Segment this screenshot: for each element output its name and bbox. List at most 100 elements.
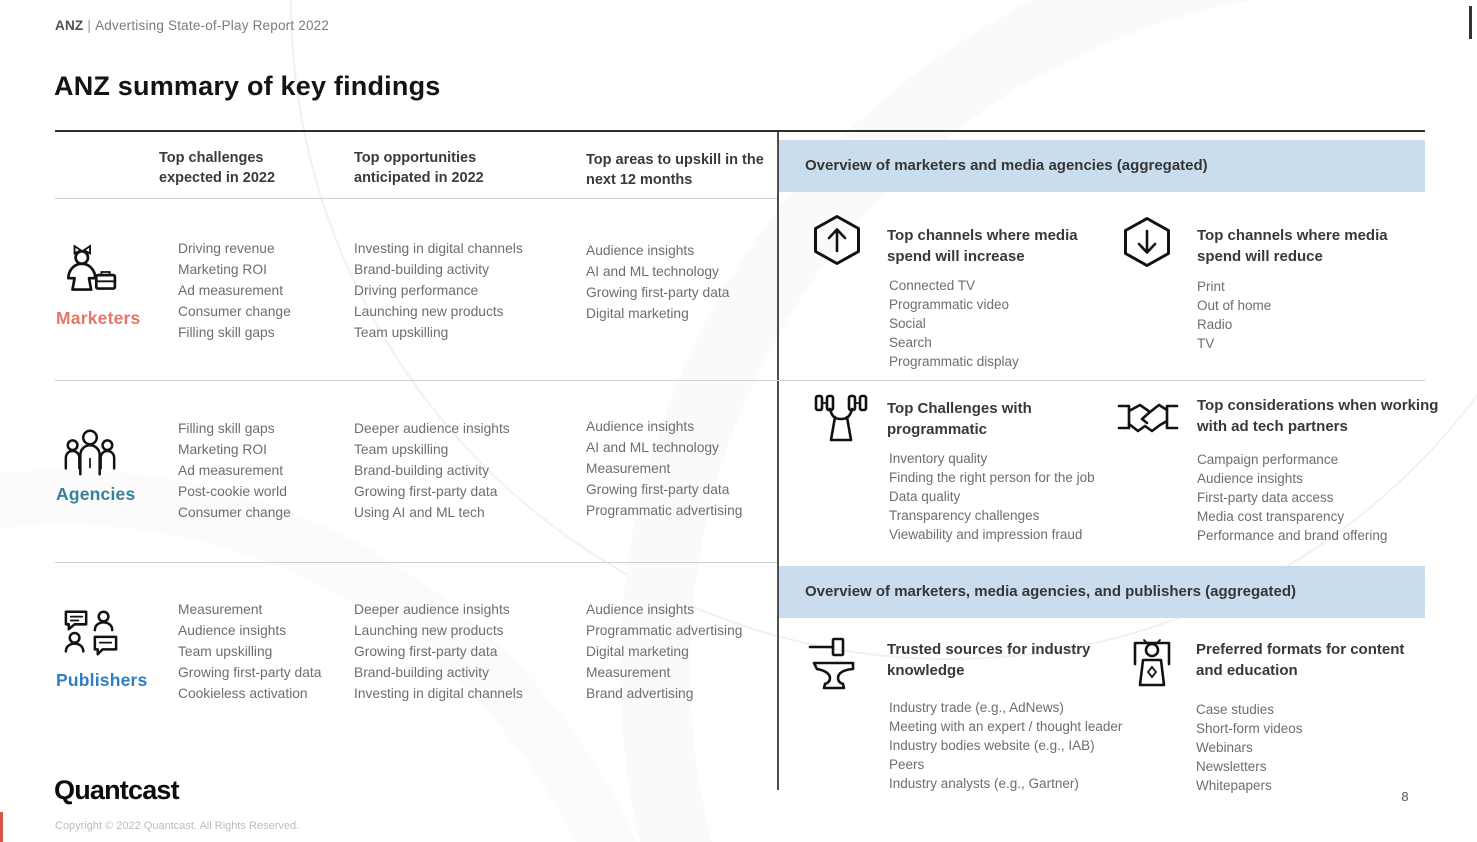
- list-item: Connected TV: [889, 278, 976, 293]
- list-item: Investing in digital channels: [354, 241, 523, 256]
- section-title-programmatic-challenges: Top Challenges with programmatic: [887, 400, 1032, 438]
- list-item: Team upskilling: [354, 325, 449, 340]
- list-item: Growing first-party data: [354, 484, 498, 499]
- group-label-agencies: Agencies: [56, 484, 136, 504]
- list-item: Consumer change: [178, 304, 291, 319]
- list-item: AI and ML technology: [586, 440, 719, 455]
- marketer-person-briefcase-icon: [58, 242, 118, 302]
- list-item: Programmatic video: [889, 297, 1010, 312]
- list-item: Industry bodies website (e.g., IAB): [889, 738, 1095, 753]
- list-item: Programmatic advertising: [586, 503, 743, 518]
- header-separator: |: [87, 18, 92, 33]
- list-item: Launching new products: [354, 623, 504, 638]
- list-item: Newsletters: [1196, 759, 1267, 774]
- list-item: Team upskilling: [354, 442, 449, 457]
- list-item: Media cost transparency: [1197, 509, 1345, 524]
- list-item: Industry analysts (e.g., Gartner): [889, 776, 1079, 791]
- column-header-opportunities: Top opportunities anticipated in 2022: [354, 150, 484, 186]
- list-item: Viewability and impression fraud: [889, 527, 1083, 542]
- section-title-trusted-sources: Trusted sources for industry knowledge: [887, 641, 1091, 679]
- overview-banner-bottom-text: Overview of marketers, media agencies, a…: [805, 583, 1297, 600]
- section-title-spend-reduce: Top channels where media spend will redu…: [1197, 227, 1388, 265]
- trusted-sources-list: Industry trade (e.g., AdNews)Meeting wit…: [889, 698, 1122, 793]
- weightlifter-icon: [813, 394, 869, 442]
- group-label-publishers: Publishers: [56, 670, 148, 690]
- list-item: Marketing ROI: [178, 262, 267, 277]
- list-item: Radio: [1197, 317, 1233, 332]
- list-item: Audience insights: [586, 419, 695, 434]
- list-item: Filling skill gaps: [178, 325, 275, 340]
- header-underline: [55, 198, 777, 199]
- anvil-hammer-icon: [808, 636, 864, 690]
- copyright-text: Copyright © 2022 Quantcast. All Rights R…: [55, 820, 300, 832]
- row-separator: [55, 562, 777, 563]
- vertical-divider: [777, 132, 779, 790]
- list-item: Post-cookie world: [178, 484, 287, 499]
- list-item: Measurement: [586, 665, 671, 680]
- list-item: Audience insights: [1197, 471, 1303, 486]
- list-item: Ad measurement: [178, 463, 284, 478]
- list-item: Digital marketing: [586, 306, 689, 321]
- list-item: Programmatic advertising: [586, 623, 743, 638]
- page-title: ANZ summary of key findings: [54, 71, 441, 101]
- list-item: Growing first-party data: [178, 665, 322, 680]
- list-item: Finding the right person for the job: [889, 470, 1095, 485]
- list-item: Audience insights: [586, 602, 695, 617]
- hexagon-arrow-down-icon: [1121, 216, 1173, 268]
- list-item: Team upskilling: [178, 644, 273, 659]
- presenter-podium-icon: [1127, 635, 1177, 689]
- list-item: Brand-building activity: [354, 665, 489, 680]
- list-item: Investing in digital channels: [354, 686, 523, 701]
- overview-banner-bottom: Overview of marketers, media agencies, a…: [779, 566, 1425, 618]
- list-item: Audience insights: [586, 243, 695, 258]
- group-label-marketers: Marketers: [56, 308, 141, 328]
- section-title-adtech-considerations: Top considerations when working with ad …: [1197, 397, 1439, 435]
- list-item: Social: [889, 316, 926, 331]
- brand-label: ANZ: [55, 18, 84, 33]
- list-item: Marketing ROI: [178, 442, 267, 457]
- people-group-icon: [61, 423, 119, 481]
- list-item: AI and ML technology: [586, 264, 719, 279]
- page-number: 8: [1401, 789, 1409, 804]
- overview-banner-top: Overview of marketers and media agencies…: [779, 140, 1425, 192]
- people-chat-bubbles-icon: [63, 606, 119, 660]
- list-item: Consumer change: [178, 505, 291, 520]
- report-header: ANZ|Advertising State-of-Play Report 202…: [55, 18, 329, 33]
- column-header-upskill: Top areas to upskill in the next 12 mont…: [586, 152, 764, 188]
- list-item: Whitepapers: [1196, 778, 1272, 793]
- list-item: Driving revenue: [178, 241, 275, 256]
- list-item: Industry trade (e.g., AdNews): [889, 700, 1064, 715]
- list-item: First-party data access: [1197, 490, 1334, 505]
- slide-edge-accent-bottom-left: [0, 812, 3, 842]
- row-separator: [55, 380, 1425, 381]
- list-item: Digital marketing: [586, 644, 689, 659]
- hexagon-arrow-up-icon: [811, 214, 863, 266]
- list-item: Performance and brand offering: [1197, 528, 1388, 543]
- list-item: Campaign performance: [1197, 452, 1339, 467]
- list-item: Measurement: [586, 461, 671, 476]
- list-item: Brand advertising: [586, 686, 694, 701]
- list-item: Cookieless activation: [178, 686, 308, 701]
- section-title-spend-increase: Top channels where media spend will incr…: [887, 227, 1078, 265]
- list-item: TV: [1197, 336, 1215, 351]
- list-item: Growing first-party data: [354, 644, 498, 659]
- list-item: Peers: [889, 757, 925, 772]
- list-item: Audience insights: [178, 623, 287, 638]
- list-item: Webinars: [1196, 740, 1253, 755]
- list-item: Case studies: [1196, 702, 1275, 717]
- slide-edge-accent-top-right: [1469, 6, 1472, 39]
- section-title-preferred-formats: Preferred formats for content and educat…: [1196, 641, 1405, 679]
- list-item: Short-form videos: [1196, 721, 1303, 736]
- list-item: Brand-building activity: [354, 463, 489, 478]
- overview-banner-top-text: Overview of marketers and media agencies…: [805, 157, 1208, 174]
- list-item: Driving performance: [354, 283, 479, 298]
- list-item: Ad measurement: [178, 283, 284, 298]
- list-item: Measurement: [178, 602, 263, 617]
